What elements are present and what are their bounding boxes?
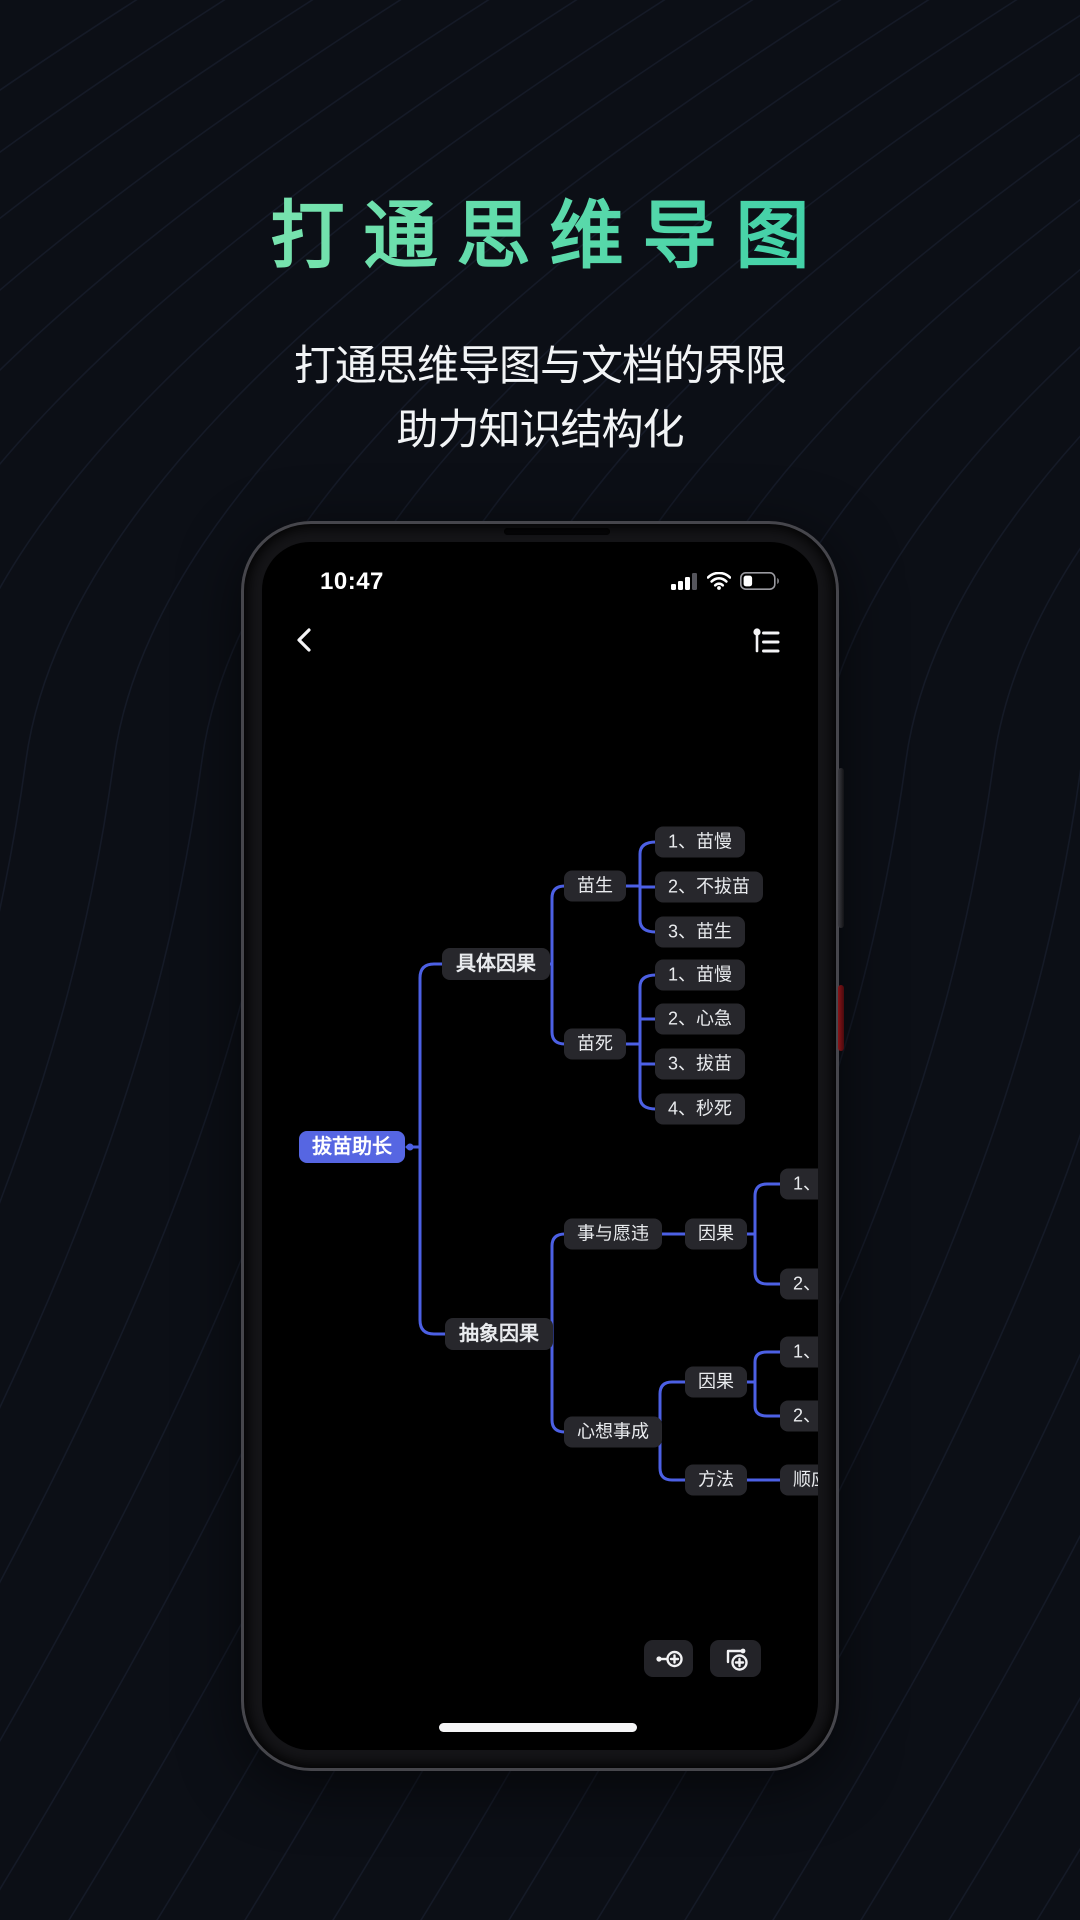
add-sibling-icon (655, 1650, 683, 1667)
mindmap-node-root[interactable]: 拔苗助长 (299, 1131, 405, 1163)
mindmap-node-ms-c2[interactable]: 2、不拔苗 (655, 871, 764, 903)
mindmap-node-miaosi[interactable]: 苗死 (564, 1028, 626, 1060)
back-button[interactable] (294, 626, 316, 654)
mindmap-canvas[interactable]: 拔苗助长 具体因果 苗生 1、苗慢 2、不拔苗 3、苗生 苗死 1、苗慢 2、心… (262, 542, 818, 1750)
mindmap-node-fangfa[interactable]: 方法 (685, 1464, 747, 1496)
mindmap-node-shunying[interactable]: 顺应 (780, 1464, 818, 1496)
mindmap-node-yg1-c2[interactable]: 2、 (780, 1268, 818, 1300)
status-bar-time: 10:47 (320, 568, 384, 595)
mindmap-node-yg2-c2[interactable]: 2、 (780, 1400, 818, 1432)
earpiece-speaker (504, 528, 611, 535)
page-subtitle: 打通思维导图与文档的界限 助力知识结构化 (0, 334, 1080, 462)
status-bar-icons (671, 572, 780, 590)
mindmap-node-miaosheng[interactable]: 苗生 (564, 870, 626, 902)
add-child-node-button[interactable] (710, 1640, 761, 1677)
page-title: 打通思维导图 (0, 176, 1080, 283)
mindmap-node-concrete[interactable]: 具体因果 (442, 948, 550, 980)
add-sibling-node-button[interactable] (644, 1640, 693, 1677)
mindmap-node-msi-c1[interactable]: 1、苗慢 (655, 959, 746, 991)
mindmap-node-abstract[interactable]: 抽象因果 (445, 1318, 553, 1350)
mindmap-node-msi-c3[interactable]: 3、拔苗 (655, 1048, 746, 1080)
mindmap-node-xinxiangshicheng[interactable]: 心想事成 (564, 1416, 662, 1448)
phone-mockup: 10:47 (241, 521, 844, 1771)
mindmap-connectors (405, 840, 783, 1482)
phone-screen: 10:47 (262, 542, 818, 1750)
add-child-icon (726, 1648, 748, 1671)
mindmap-node-ms-c3[interactable]: 3、苗生 (655, 916, 746, 948)
mindmap-node-yg2-c1[interactable]: 1、 (780, 1336, 818, 1368)
mindmap-node-msi-c2[interactable]: 2、心急 (655, 1003, 746, 1035)
mindmap-node-yinguo1[interactable]: 因果 (685, 1218, 747, 1250)
subtitle-line-1: 打通思维导图与文档的界限 (293, 342, 787, 389)
mindmap-node-yg1-c1[interactable]: 1、 (780, 1168, 818, 1200)
volume-button (838, 768, 844, 928)
wifi-icon (707, 572, 731, 590)
mindmap-node-yinguo2[interactable]: 因果 (685, 1366, 747, 1398)
mindmap-node-shiyuyuanwei[interactable]: 事与愿违 (564, 1218, 662, 1250)
mindmap-node-ms-c1[interactable]: 1、苗慢 (655, 826, 746, 858)
outline-view-button[interactable] (752, 626, 780, 654)
subtitle-line-2: 助力知识结构化 (396, 406, 684, 453)
mindmap-node-msi-c4[interactable]: 4、秒死 (655, 1093, 746, 1125)
power-button (838, 985, 844, 1051)
home-indicator[interactable] (439, 1723, 637, 1732)
cellular-signal-icon (671, 572, 697, 590)
battery-low-icon (740, 572, 779, 590)
